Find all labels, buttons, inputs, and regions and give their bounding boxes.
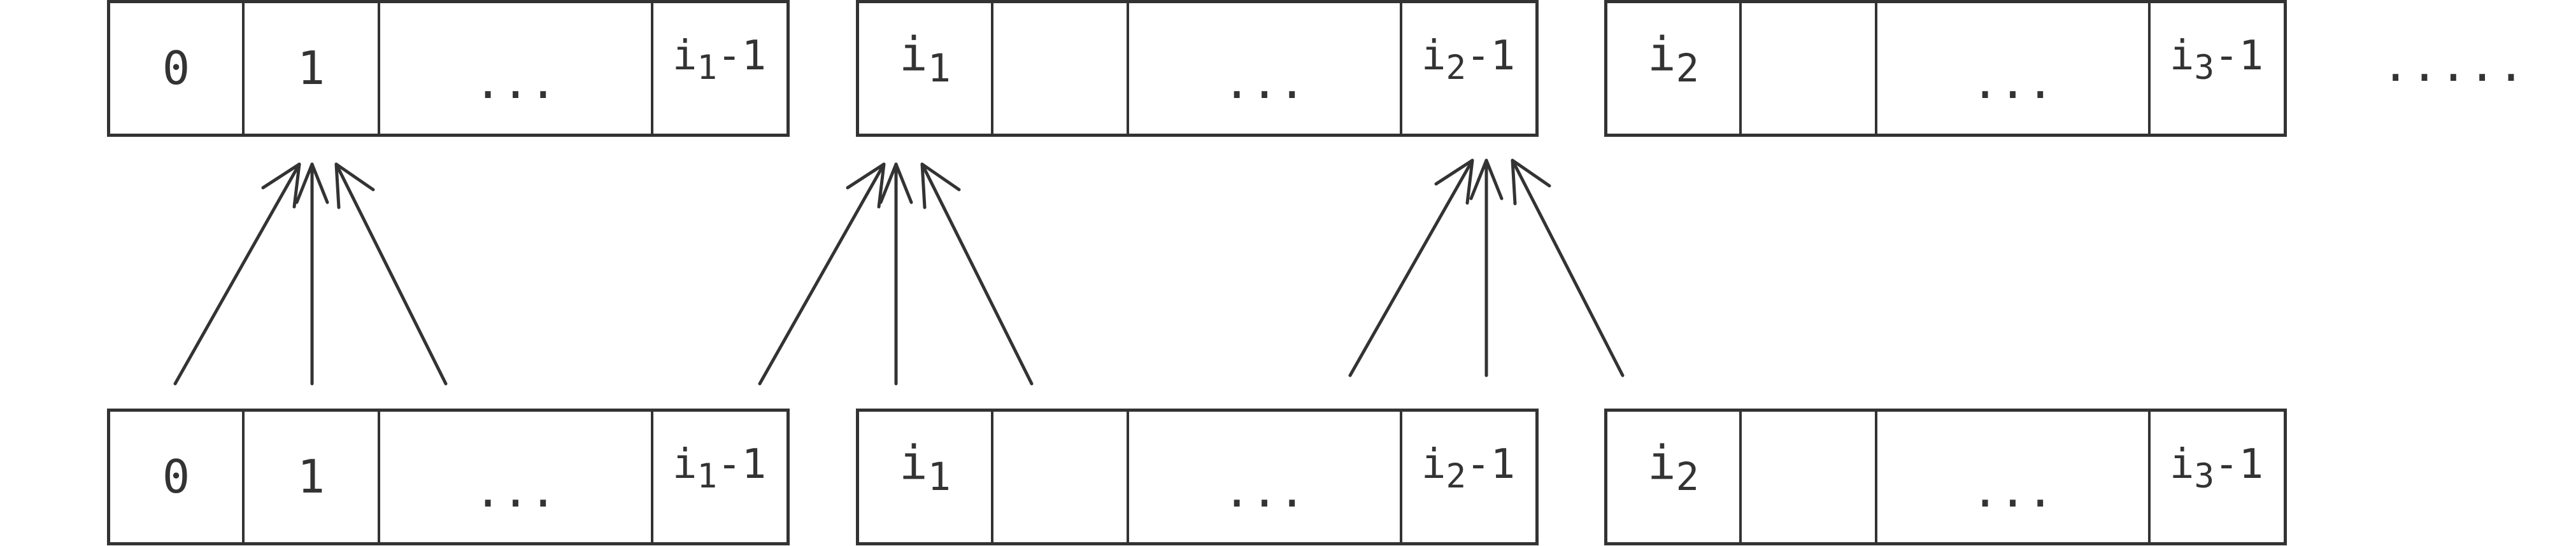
continuation-ellipsis: ..... [2382,38,2526,92]
top-block-2-last-label: i2-1 [1421,32,1516,87]
bottom-block-3-cell-ellipsis: ... [1877,412,2151,542]
bottom-block-2-last-label: i2-1 [1421,441,1516,496]
bottom-block-3-cell-0: i2 [1607,412,1742,542]
top-block-2-cell-0: i1 [859,3,993,134]
bottom-block-2-cell-0: i1 [859,412,993,542]
top-block-2-cell-ellipsis: ... [1129,3,1402,134]
top-block-3-cell-last: i3-1 [2151,3,2282,134]
bottom-block-3-last-label: i3-1 [2169,441,2264,496]
arrow-2-center-head [879,162,913,204]
bottom-block-1-cell-0-label: 0 [162,450,190,503]
arrow-2-left-shaft [758,162,886,386]
bottom-block-1-cell-1-label: 1 [297,450,325,503]
top-block-1-cell-1: 1 [245,3,380,134]
arrow-3-right-head [1511,158,1551,206]
top-block-1-cell-last: i1-1 [653,3,785,134]
top-block-1-last-label: i1-1 [672,32,767,87]
arrow-group-1 [173,162,448,386]
top-block-1-cell-ellipsis: ... [380,3,653,134]
arrow-1-left-head [261,162,301,209]
bottom-block-3-first-label: i2 [1647,436,1700,500]
bottom-block-1-ellipsis-label: ... [474,464,557,517]
bottom-block-2-cell-ellipsis: ... [1129,412,1402,542]
bottom-block-1-cell-1: 1 [245,412,380,542]
top-block-2-cell-1 [993,3,1129,134]
top-block-1-cell-1-label: 1 [297,41,325,95]
bottom-block-2-cell-last: i2-1 [1402,412,1534,542]
bottom-block-3-cell-last: i3-1 [2151,412,2282,542]
bottom-block-3-ellipsis-label: ... [1971,464,2054,517]
bottom-block-1-cell-0: 0 [110,412,245,542]
top-block-3-first-label: i2 [1647,27,1700,91]
arrow-3-left-head [1434,158,1474,205]
top-block-2-ellipsis-label: ... [1223,55,1306,109]
top-block-3-cell-0: i2 [1607,3,1742,134]
top-block-2-first-label: i1 [899,27,951,91]
bottom-block-3-cell-1 [1742,412,1877,542]
top-block-2-cell-last: i2-1 [1402,3,1534,134]
arrow-2-left-head [846,162,886,209]
top-block-3-cell-1 [1742,3,1877,134]
top-block-3-last-label: i3-1 [2169,32,2264,87]
arrow-2-right-shaft [920,162,1034,386]
arrow-2-right-head [920,162,961,209]
top-block-1-cell-0-label: 0 [162,41,190,95]
bottom-block-1-cell-ellipsis: ... [380,412,653,542]
top-block-3-cell-ellipsis: ... [1877,3,2151,134]
top-block-1: 0 1 ... i1-1 [107,0,790,137]
arrow-3-center-head [1469,158,1504,200]
top-block-3-ellipsis-label: ... [1971,55,2054,109]
arrow-1-right-head [334,162,375,209]
arrow-group-3 [1348,158,1625,377]
arrow-3-left-shaft [1348,158,1474,377]
bottom-block-2-ellipsis-label: ... [1223,464,1306,517]
bottom-block-2-first-label: i1 [899,436,951,500]
arrow-1-right-shaft [334,162,448,386]
arrow-1-left-shaft [173,162,301,386]
bottom-block-2: i1 ... i2-1 [856,409,1539,545]
top-block-1-ellipsis-label: ... [474,55,557,109]
arrow-3-right-shaft [1511,158,1625,377]
top-block-2: i1 ... i2-1 [856,0,1539,137]
bottom-block-1: 0 1 ... i1-1 [107,409,790,545]
arrow-1-center-head [295,162,329,204]
top-block-1-cell-0: 0 [110,3,245,134]
arrow-group-2 [758,162,1034,386]
top-block-3: i2 ... i3-1 [1604,0,2287,137]
bottom-block-1-last-label: i1-1 [672,441,767,496]
bottom-block-2-cell-1 [993,412,1129,542]
bottom-block-3: i2 ... i3-1 [1604,409,2287,545]
bottom-block-1-cell-last: i1-1 [653,412,785,542]
